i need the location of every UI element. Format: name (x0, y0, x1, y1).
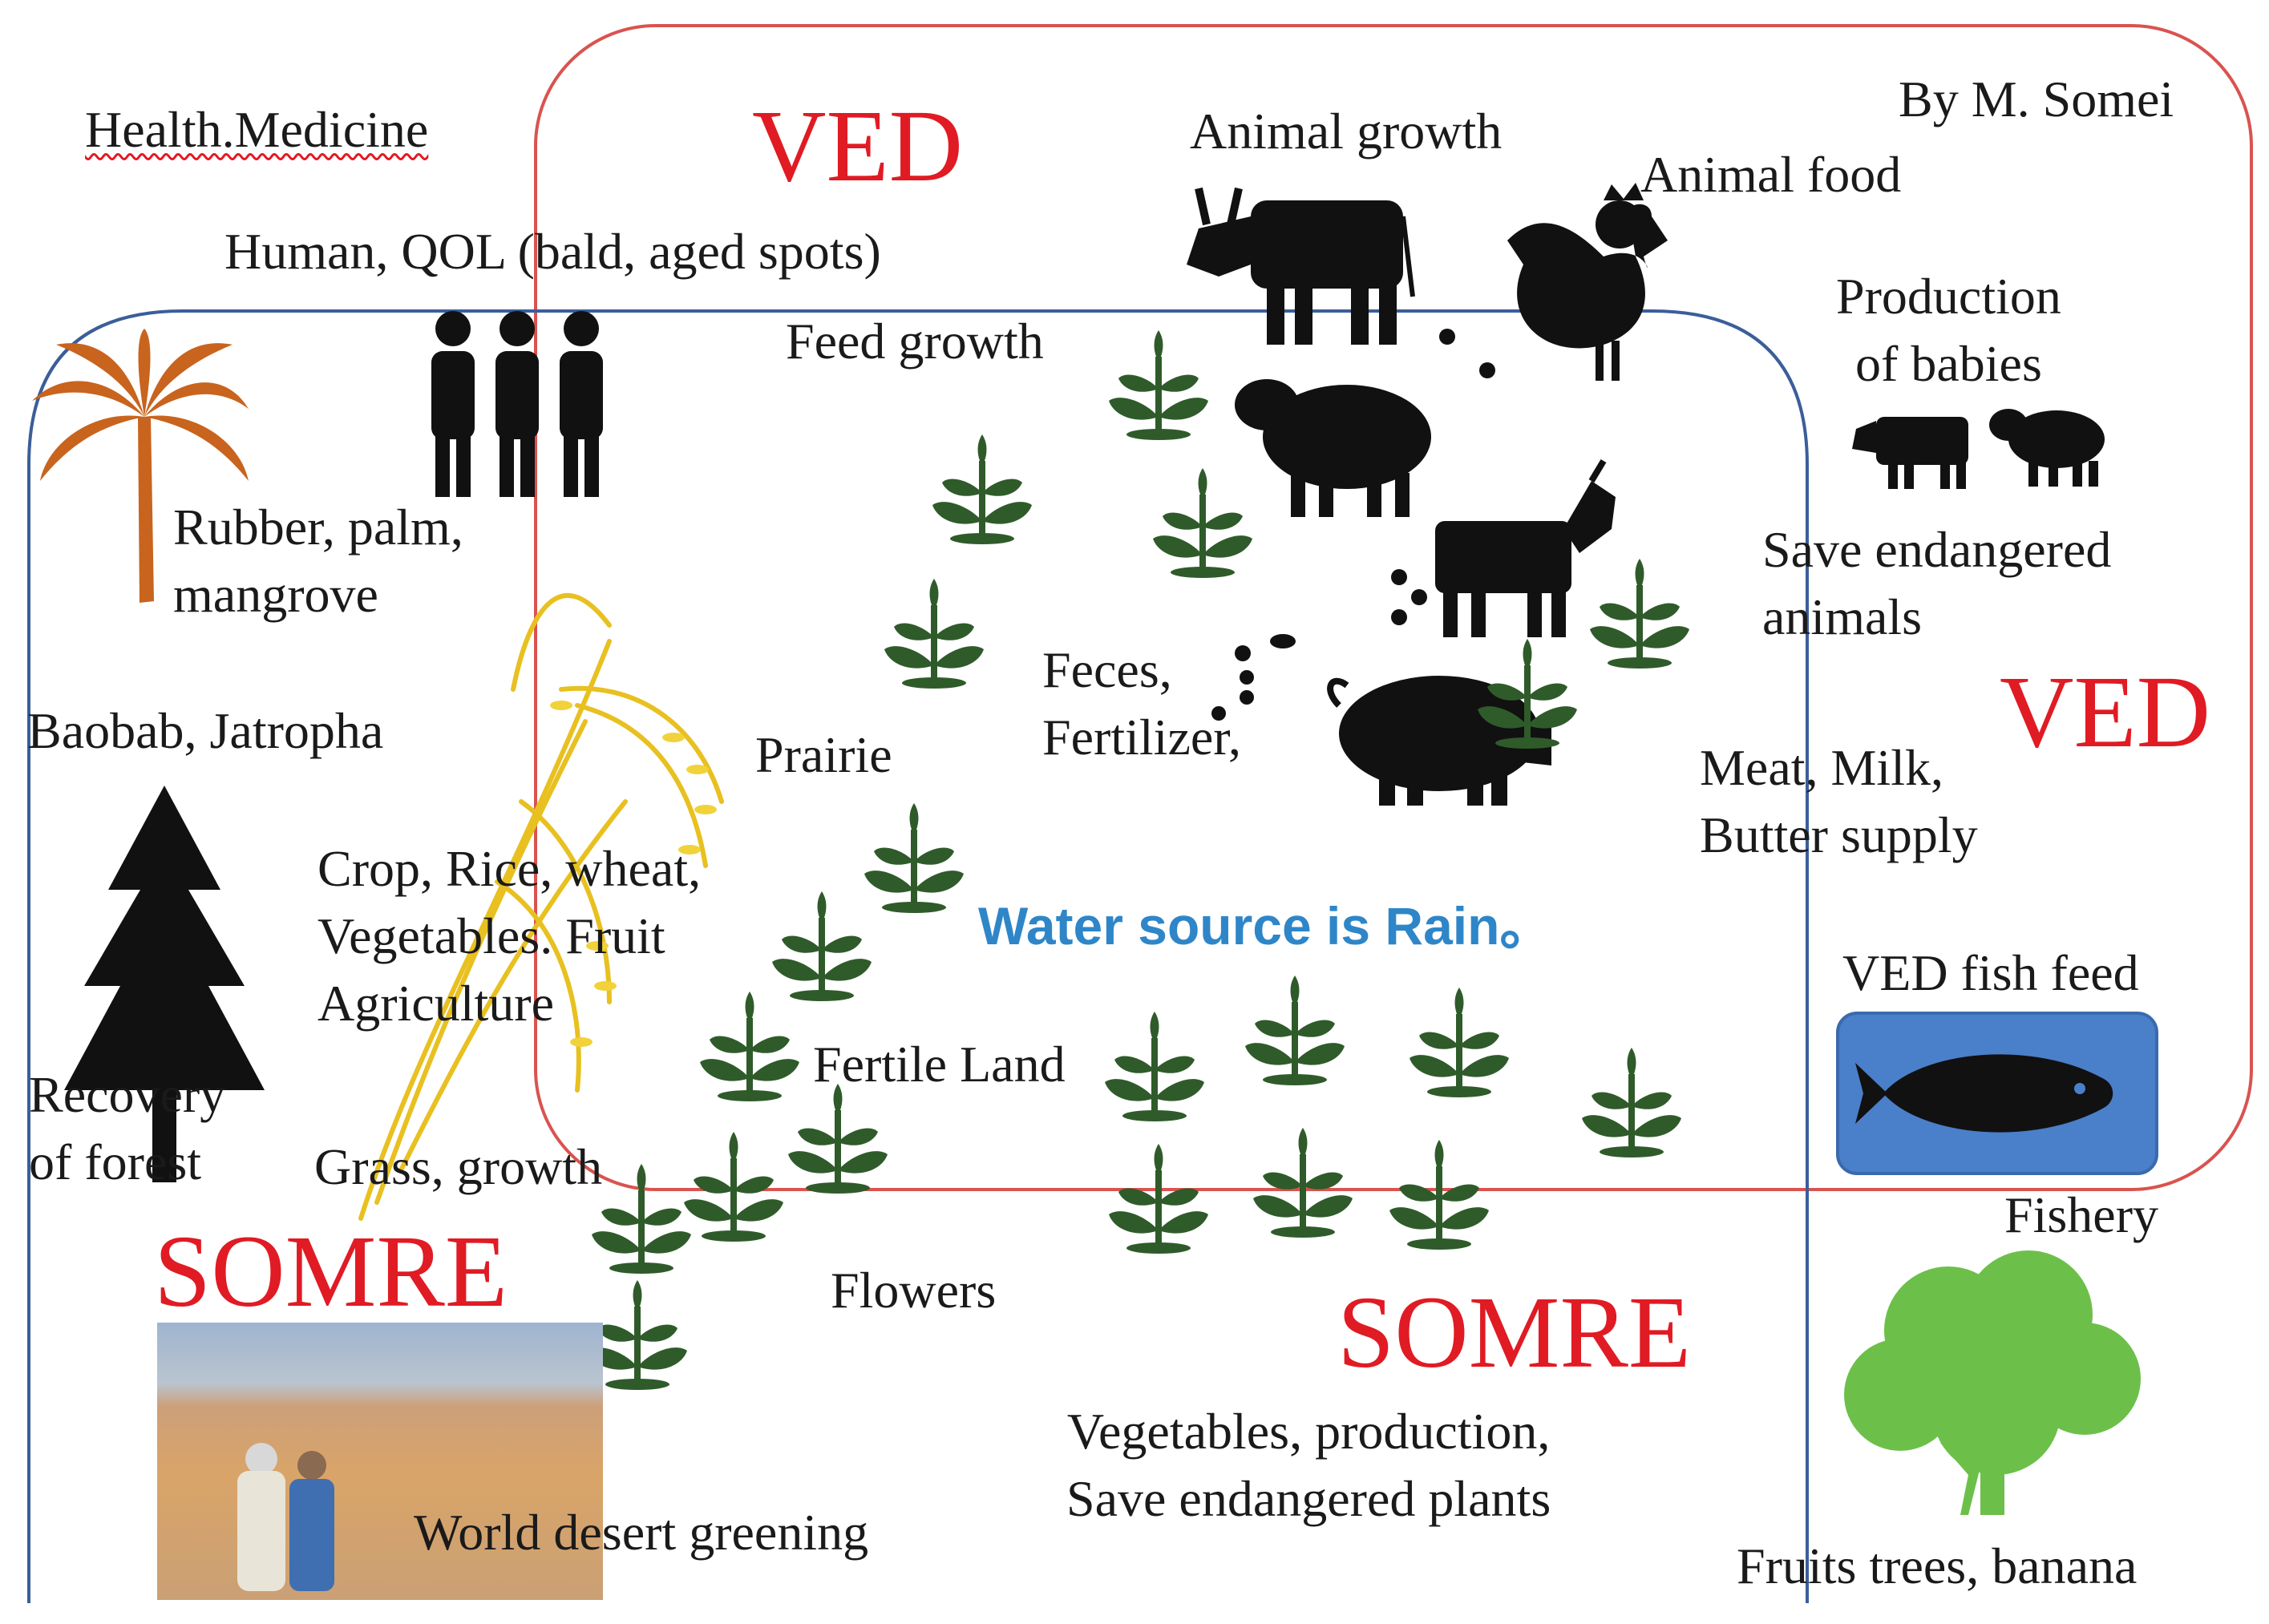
recovery-of-forest-label: Recovery of forest (29, 1066, 226, 1190)
cow-icon (1187, 187, 1415, 345)
rubber-palm-label: Rubber, palm, mangrove (173, 499, 463, 623)
seedling-icon (1153, 468, 1252, 578)
animal-growth-label: Animal growth (1190, 103, 1503, 160)
production-of-babies-label: Production of babies (1836, 268, 2061, 392)
seedling-icon (772, 891, 872, 1001)
ved-fish-feed-label: VED fish feed (1842, 944, 2139, 1001)
water-source-label: Water source is Rain。 (978, 896, 1553, 955)
people-icon (431, 311, 603, 497)
seedling-icon (684, 1132, 783, 1242)
feces-fertilizer-label: Feces, Fertilizer, (1042, 641, 1241, 766)
palm-tree-icon (32, 329, 249, 603)
seedling-icon (1105, 1012, 1204, 1121)
seedling-icon (788, 1084, 888, 1194)
seedling-icon (1109, 330, 1208, 440)
fir-tree-icon (64, 786, 265, 1182)
ved-title-top: VED (752, 89, 964, 203)
credit-text: By M. Somei (1899, 71, 2174, 127)
seedling-icon (1253, 1128, 1353, 1238)
seedling-icon (1109, 1144, 1208, 1254)
animal-food-label: Animal food (1640, 146, 1902, 203)
rice-grains (550, 701, 717, 1047)
feed-growth-label: Feed growth (786, 313, 1044, 370)
fish-box (1836, 1012, 2158, 1175)
calf-icon (1852, 417, 1968, 489)
ved-region (534, 24, 2253, 1191)
desert-greening-photo (157, 1323, 603, 1600)
crop-rice-label: Crop, Rice, wheat, Vegetables. Fruit Agr… (317, 840, 702, 1032)
vegetables-production-label: Vegetables, production, Save endangered … (1066, 1403, 1551, 1527)
seedling-icon (1389, 1140, 1489, 1250)
grass-growth-label: Grass, growth (314, 1138, 603, 1195)
fish-icon (1855, 1054, 2113, 1133)
fruit-tree-icon (1844, 1250, 2141, 1515)
feces-dots (1211, 634, 1296, 721)
seedling-icon (1582, 1048, 1681, 1157)
seedling-icon (864, 803, 964, 913)
goat-icon (1435, 459, 1616, 637)
fishery-label: Fishery (2004, 1186, 2158, 1243)
meat-milk-label: Meat, Milk, Butter supply (1700, 739, 1978, 863)
world-desert-greening-label: World desert greening (414, 1504, 869, 1561)
somre-region (27, 309, 1809, 1603)
prairie-label: Prairie (755, 726, 892, 783)
health-medicine-label: Health.Medicine (85, 101, 429, 158)
seedling-icon (1410, 988, 1509, 1097)
fertile-land-label: Fertile Land (813, 1036, 1066, 1093)
seedling-icon (1245, 976, 1345, 1085)
somre-title-left: SOMRE (154, 1214, 508, 1328)
fruits-trees-label: Fruits trees, banana (1737, 1537, 2138, 1594)
rice-plant-icon (358, 593, 724, 1221)
seedlings (588, 330, 1689, 1390)
flowers-label: Flowers (831, 1262, 997, 1319)
seedling-icon (932, 434, 1032, 544)
sheep-icon (1235, 379, 1431, 517)
human-qol-label: Human, QOL (bald, aged spots) (224, 223, 881, 280)
rooster-icon (1507, 183, 1668, 381)
lamb-icon (1989, 409, 2105, 487)
save-endangered-animals-label: Save endangered animals (1762, 521, 2112, 645)
somre-title-bottom: SOMRE (1337, 1275, 1691, 1389)
seedling-icon (1590, 559, 1689, 669)
seedling-icon (884, 579, 984, 689)
seedling-icon (700, 992, 799, 1101)
baobab-label: Baobab, Jatropha (27, 702, 384, 759)
ved-title-right: VED (2000, 655, 2211, 769)
